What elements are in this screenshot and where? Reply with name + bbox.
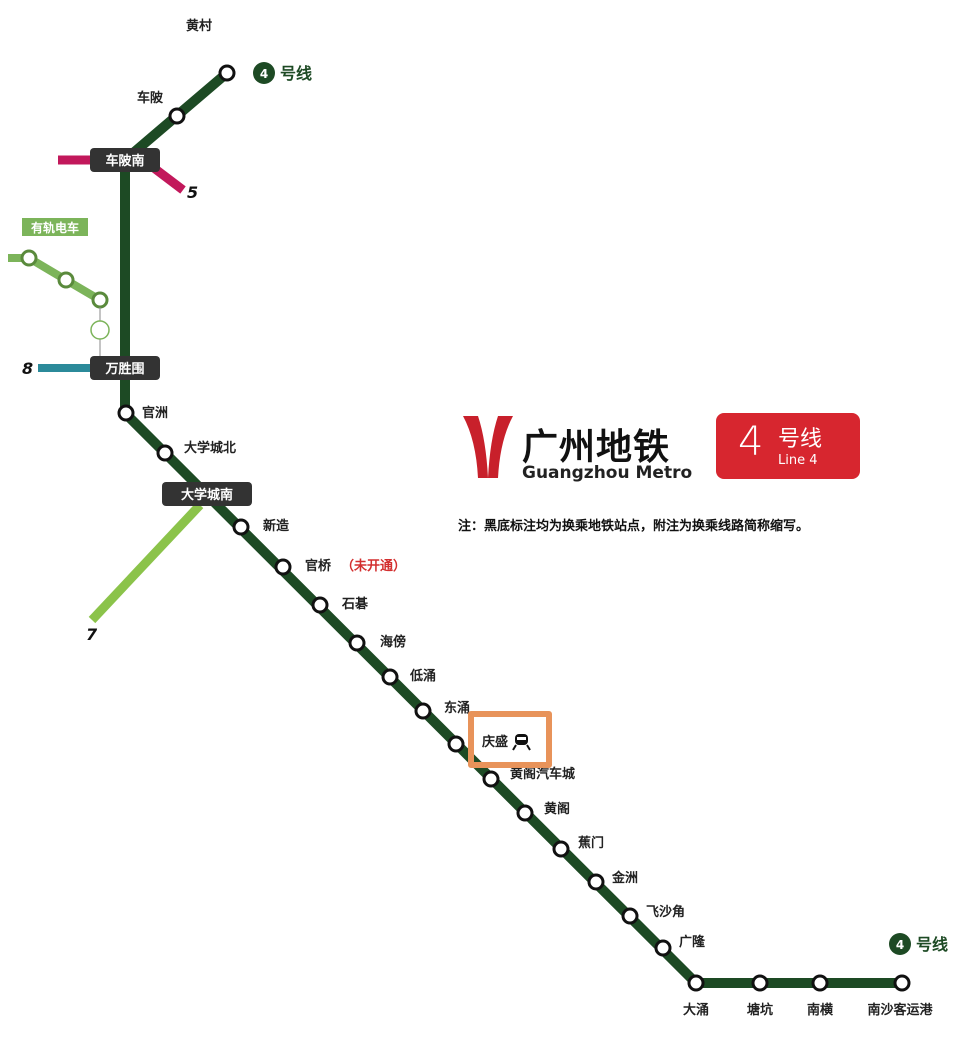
svg-text:大学城南: 大学城南 [181,487,233,503]
station-huangge[interactable]: 黄阁 [516,801,570,822]
station-nanshakeyungang[interactable]: 南沙客运港 [867,974,933,1018]
svg-text:号线: 号线 [916,935,948,954]
line-badge-label-cn: 号线 [778,427,823,452]
south-terminal-badge: 4 号线 [889,933,948,955]
line-badge-label-en: Line 4 [778,453,818,468]
svg-text:广隆: 广隆 [679,934,706,950]
line-badge-number: 4 [738,419,764,465]
svg-text:金洲: 金洲 [611,870,638,886]
unopened-status: （未开通） [341,558,406,574]
qingsheng-highlight-box [468,711,552,768]
svg-text:塘坑: 塘坑 [747,1002,773,1018]
svg-text:车陂南: 车陂南 [105,153,144,169]
line-5-number: 5 [187,183,198,202]
station-jiaomen[interactable]: 蕉门 [552,835,604,858]
svg-text:车陂: 车陂 [137,90,164,106]
line-4-track [120,69,902,988]
station-qingsheng[interactable]: 庆盛 [447,734,531,753]
train-icon [512,734,531,751]
station-haibang[interactable]: 海傍 [348,634,406,652]
svg-text:官洲: 官洲 [142,405,168,421]
svg-text:4: 4 [260,67,268,81]
svg-text:南横: 南横 [807,1002,834,1018]
svg-text:大涌: 大涌 [683,1002,709,1018]
tram-label-bg [22,218,88,236]
svg-text:石碁: 石碁 [341,596,369,612]
svg-text:飞沙角: 飞沙角 [646,904,685,920]
station-dichong[interactable]: 低涌 [381,668,436,686]
station-daxuechengnan-transfer[interactable]: 大学城南 [162,482,252,506]
station-tangkeng[interactable]: 塘坑 [747,974,773,1018]
svg-text:东涌: 东涌 [444,700,470,716]
station-dongchong[interactable]: 东涌 [414,700,470,720]
svg-text:低涌: 低涌 [409,668,436,684]
station-jinzhou[interactable]: 金洲 [587,870,638,891]
brand-name-cn: 广州地铁 [522,427,671,468]
svg-text:新造: 新造 [263,518,290,534]
station-feishajiao[interactable]: 飞沙角 [621,904,685,925]
tram-line: 有轨电车 [8,218,110,360]
station-huangcun[interactable]: 黄村 [186,18,236,82]
brand-name-en: Guangzhou Metro [522,463,693,483]
station-dachong[interactable]: 大涌 [683,974,709,1018]
station-guanqiao[interactable]: 官桥 （未开通） [274,558,406,576]
svg-text:大学城北: 大学城北 [184,440,236,456]
svg-text:黄阁: 黄阁 [544,801,570,817]
station-wanshengwei-transfer[interactable]: 万胜围 [90,356,160,380]
svg-text:海傍: 海傍 [380,634,406,650]
svg-text:黄村: 黄村 [186,18,212,34]
station-chebeinan-transfer[interactable]: 车陂南 [90,148,160,172]
svg-text:4: 4 [896,938,904,952]
line-7-number: 7 [86,625,98,644]
svg-text:官桥: 官桥 [305,558,332,574]
station-huanggeqichecheng[interactable]: 黄阁汽车城 [482,766,575,788]
station-chebei[interactable]: 车陂 [137,90,186,125]
north-terminal-badge: 4 号线 [253,62,312,84]
station-guanzhou[interactable]: 官洲 [117,404,168,422]
legend-note: 注：黑底标注均为换乘地铁站点，附注为换乘线路简称缩写。 [458,519,810,534]
line-7: 7 [86,501,204,644]
guangzhou-metro-logo-icon [463,416,513,478]
tram-label: 有轨电车 [31,220,79,235]
svg-text:号线: 号线 [280,64,312,83]
svg-text:南沙客运港: 南沙客运港 [867,1002,933,1018]
station-daxuechengbei[interactable]: 大学城北 [156,440,236,462]
station-nanheng[interactable]: 南横 [807,974,834,1018]
line-4-badge: 4 号线 Line 4 [716,413,860,479]
station-shiqi[interactable]: 石碁 [311,596,369,614]
line-8-number: 8 [22,359,33,378]
svg-text:蕉门: 蕉门 [578,835,604,851]
station-guanglong[interactable]: 广隆 [654,934,706,957]
svg-text:黄阁汽车城: 黄阁汽车城 [510,766,575,782]
station-xinzao[interactable]: 新造 [232,518,290,536]
svg-text:庆盛: 庆盛 [481,734,508,750]
svg-text:万胜围: 万胜围 [104,362,144,377]
